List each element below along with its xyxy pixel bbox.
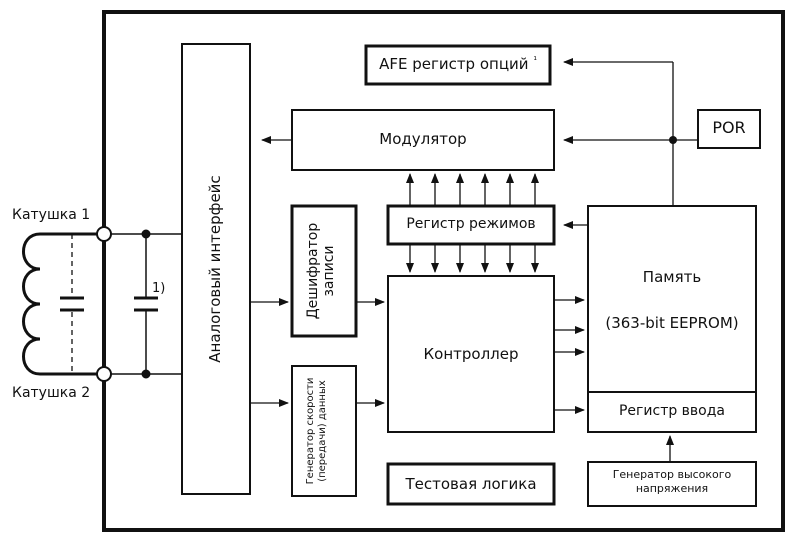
decoder-label-line2: записи <box>321 245 338 297</box>
decoder-label: Дешифратор записи <box>305 206 343 336</box>
rate-generator-label: Генератор скорости (передачи) данных <box>305 366 343 496</box>
coil2-terminal <box>96 366 112 382</box>
mode-register-block <box>386 204 556 246</box>
hv-generator-line2: напряжения <box>635 481 709 495</box>
rate-generator-line2: (передачи) данных <box>316 380 328 482</box>
controller-block <box>387 275 555 433</box>
analog-interface-block <box>181 43 251 495</box>
mode-to-modulator-arrows <box>406 173 539 206</box>
mode-register-label: Регистр режимов <box>406 216 536 232</box>
coil1-label: Катушка 1 <box>12 207 91 223</box>
decoder-block <box>290 204 358 338</box>
memory-type: (363-bit EEPROM) <box>605 314 739 332</box>
controller-label: Контроллер <box>423 345 519 363</box>
connection-lines <box>250 58 698 462</box>
memory-block <box>587 205 757 433</box>
hv-generator-label: Генератор высокого напряжения <box>588 468 756 496</box>
afe-register-text: AFE регистр опций <box>379 55 529 73</box>
por-label: POR <box>712 118 746 137</box>
coil1-terminal <box>96 226 112 242</box>
coil-capacitor <box>60 234 84 374</box>
coil-inductor <box>22 232 104 376</box>
resonant-capacitor <box>111 229 182 379</box>
por-block <box>697 109 761 149</box>
chip-outline <box>102 10 785 532</box>
rate-generator-block <box>291 365 357 497</box>
hv-generator-block <box>587 461 757 507</box>
capacitor-note: 1) <box>152 281 166 296</box>
afe-register-label: AFE регистр опций ¹ <box>366 57 550 72</box>
analog-interface-label: Аналоговый интерфейс <box>206 175 224 363</box>
decoder-label-line1: Дешифратор <box>305 222 321 320</box>
por-junction-dots <box>669 136 677 144</box>
rate-generator-line1: Генератор скорости <box>305 377 316 485</box>
coil2-label: Катушка 2 <box>12 385 91 401</box>
memory-title: Память <box>642 268 702 286</box>
hv-generator-line1: Генератор высокого <box>612 468 732 481</box>
mode-to-controller-arrows <box>406 244 539 273</box>
afe-register-mark: ¹ <box>533 56 537 66</box>
test-logic-label: Тестовая логика <box>405 475 537 493</box>
test-logic-block <box>386 462 556 506</box>
input-register-label: Регистр ввода <box>618 403 726 419</box>
afe-register-block <box>364 44 552 86</box>
modulator-label: Модулятор <box>379 130 467 148</box>
